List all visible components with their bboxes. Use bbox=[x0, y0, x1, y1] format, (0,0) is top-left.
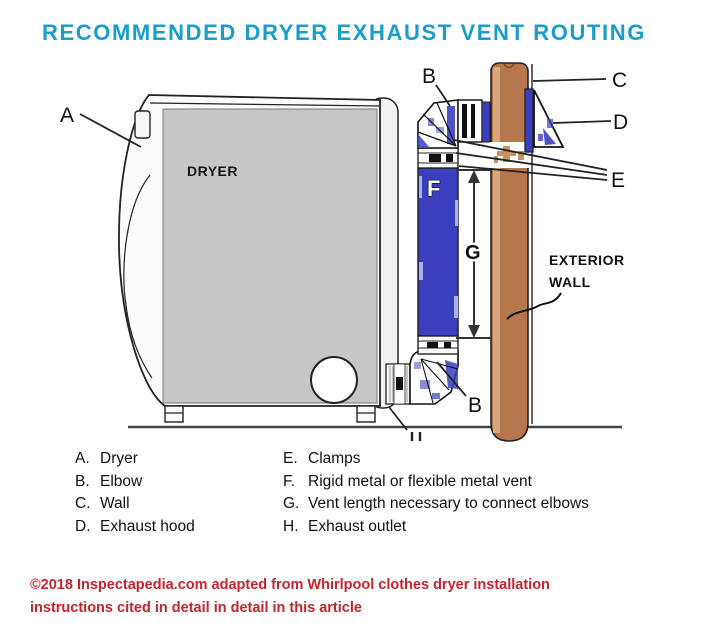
legend-item-vent: F.Rigid metal or flexible metal vent bbox=[283, 472, 532, 490]
label-g: G bbox=[465, 242, 481, 264]
pointer-c bbox=[532, 78, 607, 82]
exterior-wall-label-line2: WALL bbox=[549, 274, 591, 290]
dryer-side-panel bbox=[162, 108, 378, 404]
clamp bbox=[396, 377, 403, 390]
pointer-e-3 bbox=[458, 165, 608, 181]
legend-column-left: A.Dryer B.Elbow C.Wall D.Exhaust hood bbox=[75, 448, 195, 538]
pointer-b-top bbox=[435, 84, 451, 107]
clamp bbox=[471, 104, 475, 138]
upper-elbow bbox=[417, 99, 459, 149]
legend-item-exhaust-hood: D.Exhaust hood bbox=[75, 517, 195, 535]
label-b-bottom: B bbox=[468, 394, 482, 417]
legend-item-clamps: E.Clamps bbox=[283, 450, 361, 467]
wall-pass-duct bbox=[457, 99, 491, 143]
dryer-feet bbox=[164, 405, 376, 423]
pointer-h bbox=[388, 406, 408, 431]
exterior-wall-pointer-squiggle bbox=[506, 292, 562, 320]
dryer-label: DRYER bbox=[187, 163, 238, 179]
attribution-footer: ©2018 Inspectapedia.com adapted from Whi… bbox=[30, 574, 700, 620]
vertical-vent-duct: F bbox=[417, 147, 459, 355]
label-d: D bbox=[613, 111, 628, 134]
dryer-door-edge bbox=[123, 174, 153, 379]
label-c: C bbox=[612, 69, 627, 92]
pointer-lines bbox=[79, 78, 612, 431]
exhaust-hood bbox=[524, 88, 565, 153]
vent-length-dimension: G bbox=[456, 169, 492, 339]
legend-column-right: E.Clamps F.Rigid metal or flexible metal… bbox=[283, 448, 589, 538]
dryer: DRYER bbox=[118, 94, 399, 423]
page-title: RECOMMENDED DRYER EXHAUST VENT ROUTING bbox=[42, 20, 646, 45]
pointer-a bbox=[79, 113, 142, 148]
legend-item-exhaust-outlet: H.Exhaust outlet bbox=[283, 517, 407, 535]
label-f: F bbox=[427, 176, 440, 201]
legend-item-elbow: B.Elbow bbox=[75, 472, 143, 490]
attribution-line1: ©2018 Inspectapedia.com adapted from Whi… bbox=[30, 577, 550, 593]
pointer-b-bottom bbox=[436, 361, 467, 397]
exterior-wall bbox=[489, 62, 533, 442]
pointer-e-2 bbox=[455, 152, 608, 176]
pointer-e-1 bbox=[453, 139, 608, 171]
legend-item-wall: C.Wall bbox=[75, 495, 130, 513]
dryer-control-knob bbox=[134, 110, 151, 139]
clamp-bottom bbox=[417, 335, 459, 355]
clamp-top bbox=[417, 147, 459, 169]
exhaust-outlet-circle bbox=[310, 356, 358, 404]
h-label-clipped bbox=[410, 432, 422, 441]
legend-item-dryer: A.Dryer bbox=[75, 450, 138, 467]
legend-item-vent-length: G.Vent length necessary to connect elbow… bbox=[283, 495, 589, 513]
wall-duct-opening bbox=[489, 142, 530, 168]
flex-duct-connector bbox=[385, 363, 411, 405]
pointer-d bbox=[552, 120, 612, 124]
exterior-wall-annotation: EXTERIOR WALL bbox=[506, 252, 625, 320]
label-a: A bbox=[60, 104, 74, 127]
attribution-line2: instructions cited in detail in detail i… bbox=[30, 600, 362, 616]
label-b-top: B bbox=[422, 65, 436, 88]
clamp bbox=[462, 104, 467, 138]
exterior-wall-label-line1: EXTERIOR bbox=[549, 252, 625, 268]
label-e: E bbox=[611, 169, 625, 192]
